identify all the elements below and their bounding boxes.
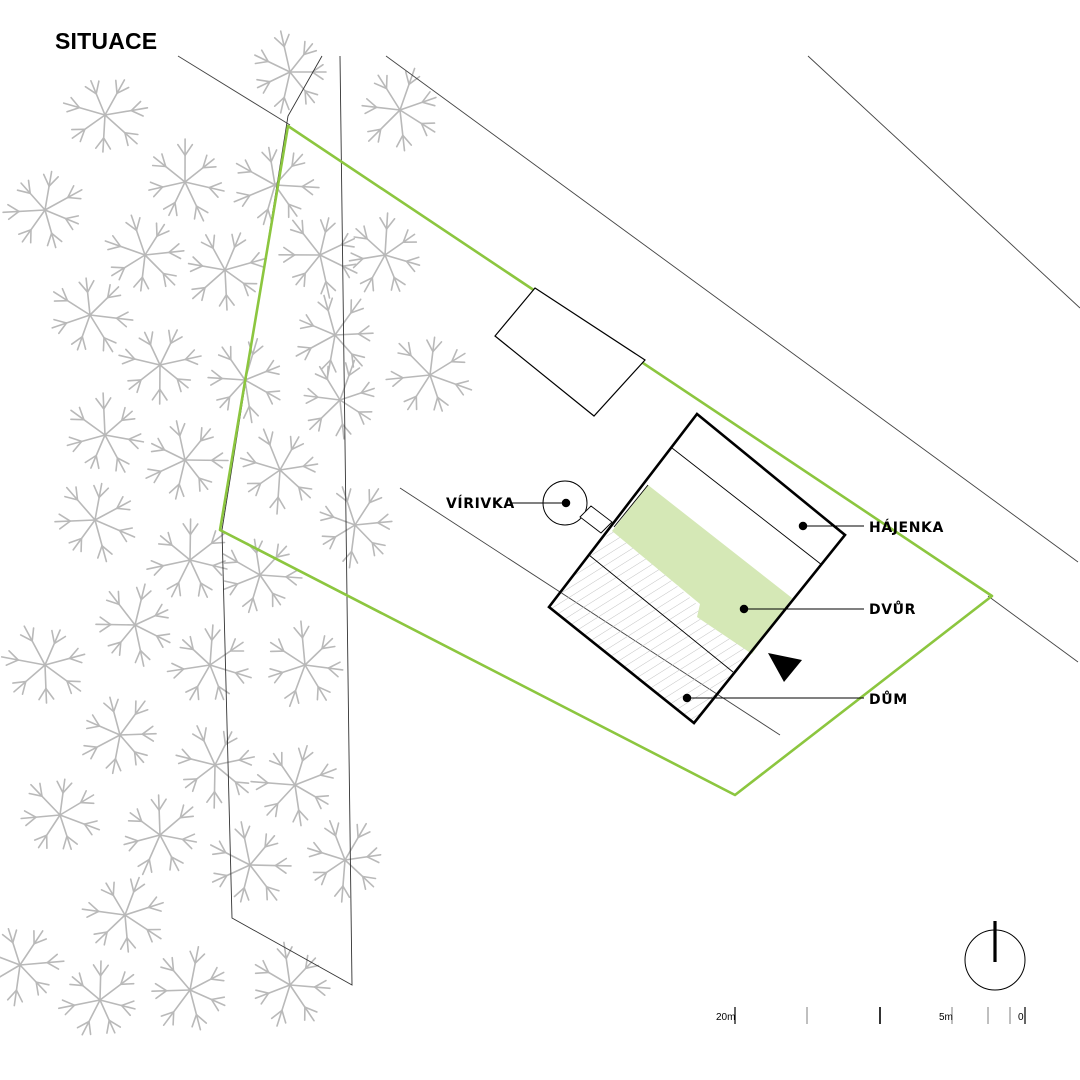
tree-symbol-icon	[62, 79, 149, 153]
tree-symbol-icon	[268, 620, 344, 708]
scale-label-5m: 5m	[939, 1012, 953, 1023]
north-arrow-icon	[964, 921, 1026, 991]
entrance-triangle-icon	[768, 653, 802, 682]
house-hatched-area	[549, 527, 748, 723]
tree-symbol-icon	[361, 67, 437, 152]
tree-symbol-icon	[239, 428, 319, 515]
house-complex	[547, 412, 847, 725]
tree-symbol-icon	[306, 819, 382, 903]
label-dum: DŮM	[869, 690, 908, 708]
forest-trees	[0, 30, 473, 1036]
hot-tub	[542, 480, 613, 534]
tree-symbol-icon	[148, 138, 225, 222]
scale-label-0: 0	[1018, 1012, 1024, 1023]
tree-symbol-icon	[66, 392, 145, 473]
tree-symbol-icon	[319, 486, 393, 569]
tree-symbol-icon	[95, 583, 171, 667]
tree-symbol-icon	[2, 170, 83, 249]
tree-symbol-icon	[123, 794, 198, 876]
tree-symbol-icon	[348, 212, 421, 293]
tree-symbol-icon	[303, 359, 375, 440]
tree-symbol-icon	[151, 945, 226, 1031]
tree-symbol-icon	[233, 146, 320, 226]
label-hajenka: HÁJENKA	[869, 519, 944, 536]
tree-symbol-icon	[254, 941, 331, 1027]
outbuilding	[494, 287, 646, 417]
tree-symbol-icon	[0, 927, 65, 1007]
tree-symbol-icon	[250, 744, 337, 827]
tree-symbol-icon	[166, 624, 252, 701]
tree-symbol-icon	[295, 294, 374, 377]
tree-symbol-icon	[82, 696, 157, 775]
tree-symbol-icon	[20, 778, 101, 851]
house-outline	[547, 412, 847, 725]
tree-symbol-icon	[54, 482, 136, 563]
tree-symbol-icon	[278, 217, 358, 299]
label-virivka: VÍRIVKA	[446, 495, 515, 512]
tree-symbol-icon	[81, 876, 164, 953]
tree-symbol-icon	[0, 625, 86, 704]
plot-boundary	[218, 124, 994, 797]
tree-symbol-icon	[104, 214, 185, 292]
tree-symbol-icon	[118, 329, 202, 405]
tree-symbol-icon	[146, 518, 228, 599]
scale-bar	[734, 1007, 1026, 1024]
scale-label-20m: 20m	[716, 1012, 735, 1023]
tree-symbol-icon	[145, 420, 229, 500]
label-leaders	[510, 498, 864, 703]
tree-symbol-icon	[187, 232, 268, 311]
page-title: SITUACE	[55, 28, 158, 54]
tree-symbol-icon	[175, 725, 255, 809]
tree-symbol-icon	[210, 821, 292, 903]
tree-symbol-icon	[254, 30, 327, 114]
forest-path	[221, 55, 353, 986]
tree-symbol-icon	[57, 960, 136, 1036]
tree-symbol-icon	[51, 277, 134, 353]
tree-symbol-icon	[222, 538, 303, 614]
tree-symbol-icon	[385, 336, 473, 412]
label-dvur: DVŮR	[869, 600, 916, 618]
